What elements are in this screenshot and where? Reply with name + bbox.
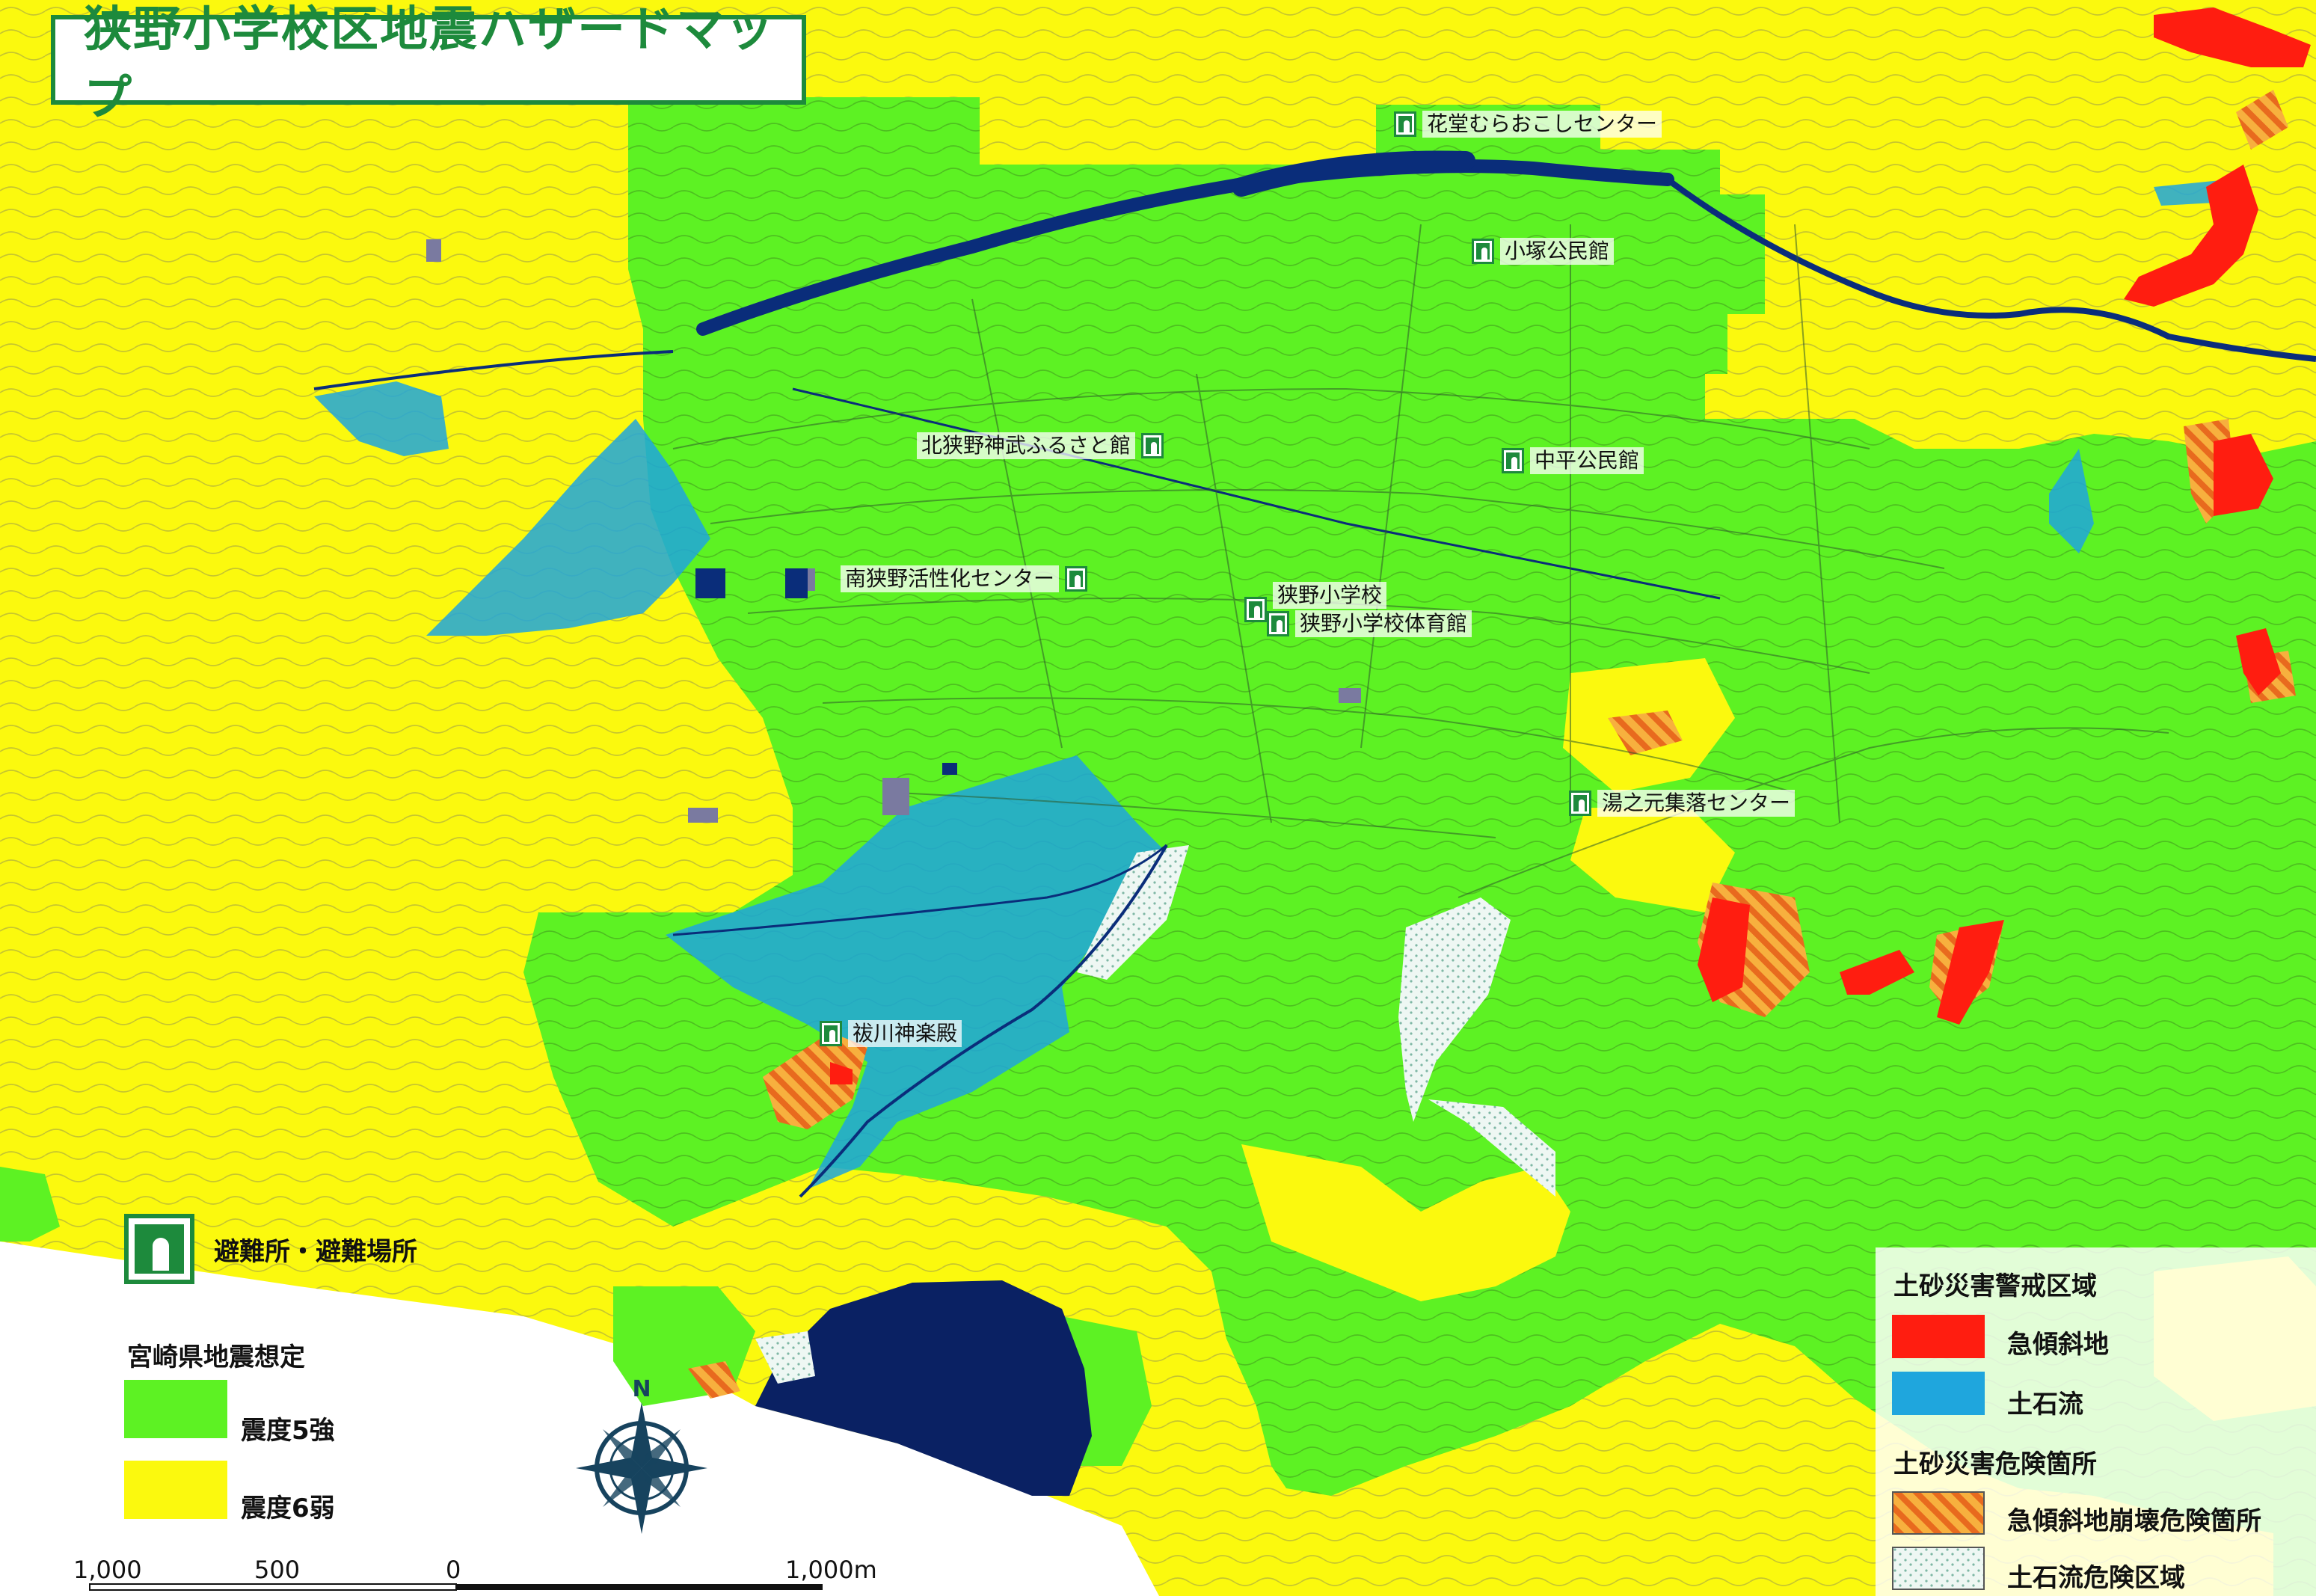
scale-label: 0	[446, 1556, 461, 1584]
legend-shelter-label: 避難所・避難場所	[214, 1236, 417, 1267]
stream	[792, 387, 1721, 600]
facility-label: 祓川神楽殿	[848, 1020, 962, 1047]
facility-label: 中平公民館	[1530, 447, 1644, 474]
facility-sano-gym[interactable]: 狭野小学校体育館	[1267, 610, 1472, 637]
facility-label: 小塚公民館	[1500, 238, 1615, 265]
river	[1665, 177, 2316, 362]
intensity-6-weak-island	[1241, 1144, 1570, 1301]
shelter-icon	[1394, 111, 1416, 137]
legend-steep-collapse-label: 急傾斜地崩壊危険箇所	[2007, 1506, 2261, 1536]
steep-slope-warning-zone	[2214, 434, 2273, 516]
steep-slope-warning-zone	[2154, 7, 2311, 67]
lake	[755, 1280, 1092, 1496]
scale-bar	[89, 1583, 823, 1591]
debris-flow-warning-zone	[426, 419, 710, 636]
legend-landslide: 土砂災害警戒区域 急傾斜地 土石流 土砂災害危険箇所 急傾斜地崩壊危険箇所 土石…	[1876, 1247, 2316, 1596]
facility-label: 南狭野活性化センター	[841, 565, 1060, 592]
legend-debris-flow-label: 土石流	[2007, 1390, 2083, 1419]
legend-steep-slope-label: 急傾斜地	[2007, 1330, 2109, 1360]
compass-rose-icon: N	[576, 1376, 707, 1534]
debris-flow-warning-zone	[314, 381, 449, 456]
river	[696, 159, 1674, 336]
steep-slope-warning-zone	[830, 1062, 853, 1084]
scale-label: 1,000m	[785, 1556, 877, 1584]
facility-kozuka[interactable]: 小塚公民館	[1472, 238, 1615, 265]
buildings	[426, 239, 1361, 823]
legend-swatch-steep-collapse	[1892, 1491, 1985, 1535]
shelter-icon	[124, 1214, 194, 1284]
shelter-icon	[820, 1021, 842, 1046]
road-network	[672, 224, 2169, 898]
legend-swatch-6-weak	[124, 1461, 227, 1519]
facility-sano-school[interactable]: 狭野小学校	[1244, 568, 1387, 622]
facility-label: 狭野小学校体育館	[1295, 610, 1472, 637]
steep-slope-warning-zone	[1698, 897, 1750, 1002]
shelter-icon	[1141, 433, 1164, 458]
steep-slope-warning-zone	[2124, 165, 2258, 307]
steep-collapse-risk-zone	[763, 1032, 867, 1129]
legend-swatch-steep-slope	[1892, 1315, 1985, 1358]
intensity-6-weak-island	[1570, 808, 1735, 912]
stream	[799, 844, 1168, 1198]
shelter-icon	[1472, 239, 1494, 264]
steep-slope-warning-zone	[2236, 628, 2281, 696]
map-title-box: 狭野小学校区地震ハザードマップ	[51, 2, 806, 126]
stream	[313, 350, 674, 390]
legend-quake-heading: 宮崎県地震想定	[127, 1342, 305, 1372]
steep-collapse-risk-zone	[688, 1361, 740, 1399]
legend-5-strong-label: 震度5強	[241, 1416, 335, 1446]
facility-kitasano[interactable]: 北狭野神武ふるさと館	[917, 432, 1164, 459]
legend-6-weak-label: 震度6弱	[241, 1494, 335, 1523]
legend-shelter-row: 避難所・避難場所	[124, 1214, 417, 1284]
shelter-icon	[1502, 448, 1524, 473]
steep-collapse-risk-zone	[1608, 710, 1683, 755]
stream	[672, 844, 1167, 936]
outside-area	[0, 1241, 1159, 1596]
facility-yunomoto[interactable]: 湯之元集落センター	[1569, 790, 1796, 817]
facility-haraigawa[interactable]: 祓川神楽殿	[820, 1020, 962, 1047]
shelter-icon	[1569, 791, 1591, 816]
legend-swatch-debris-flow	[1892, 1372, 1985, 1415]
legend-debris-risk-label: 土石流危険区域	[2007, 1563, 2185, 1593]
facility-label: 北狭野神武ふるさと館	[917, 432, 1136, 459]
legend-risk-heading: 土砂災害危険箇所	[1893, 1449, 2097, 1479]
steep-slope-warning-zone	[1937, 920, 2004, 1025]
shelter-icon	[1267, 611, 1289, 636]
debris-flow-risk-zone	[1428, 1099, 1555, 1197]
river	[1232, 150, 1475, 197]
facility-label: 花堂むらおこしセンター	[1422, 111, 1662, 138]
debris-flow-warning-zone	[666, 755, 1167, 1189]
facility-label: 湯之元集落センター	[1597, 790, 1796, 817]
shelter-icon	[1244, 597, 1267, 622]
facility-nakahira[interactable]: 中平公民館	[1502, 447, 1644, 474]
legend-warning-heading: 土砂災害警戒区域	[1893, 1271, 2097, 1301]
facility-label: 狭野小学校	[1273, 582, 1387, 609]
intensity-5-strong-area	[0, 1167, 60, 1241]
facility-hanado[interactable]: 花堂むらおこしセンター	[1394, 111, 1662, 138]
legend-swatch-debris-risk	[1892, 1547, 1985, 1590]
map-title: 狭野小学校区地震ハザードマップ	[84, 2, 775, 126]
shelter-icon	[1065, 566, 1088, 592]
compass-north-label: N	[632, 1376, 651, 1402]
debris-flow-risk-zone	[1077, 845, 1189, 980]
scale-label: 500	[254, 1556, 301, 1584]
facility-minamisano[interactable]: 南狭野活性化センター	[841, 565, 1088, 592]
debris-flow-risk-zone	[755, 1331, 815, 1384]
debris-flow-risk-zone	[1398, 897, 1511, 1122]
legend-intensity: 避難所・避難場所 宮崎県地震想定 震度5強 震度6弱	[88, 1185, 470, 1523]
debris-flow-warning-zone	[2049, 449, 2094, 553]
steep-collapse-risk-zone	[2236, 90, 2288, 150]
legend-swatch-5-strong	[124, 1380, 227, 1438]
steep-slope-warning-zone	[1840, 950, 1914, 995]
scale-label: 1,000	[73, 1556, 142, 1584]
